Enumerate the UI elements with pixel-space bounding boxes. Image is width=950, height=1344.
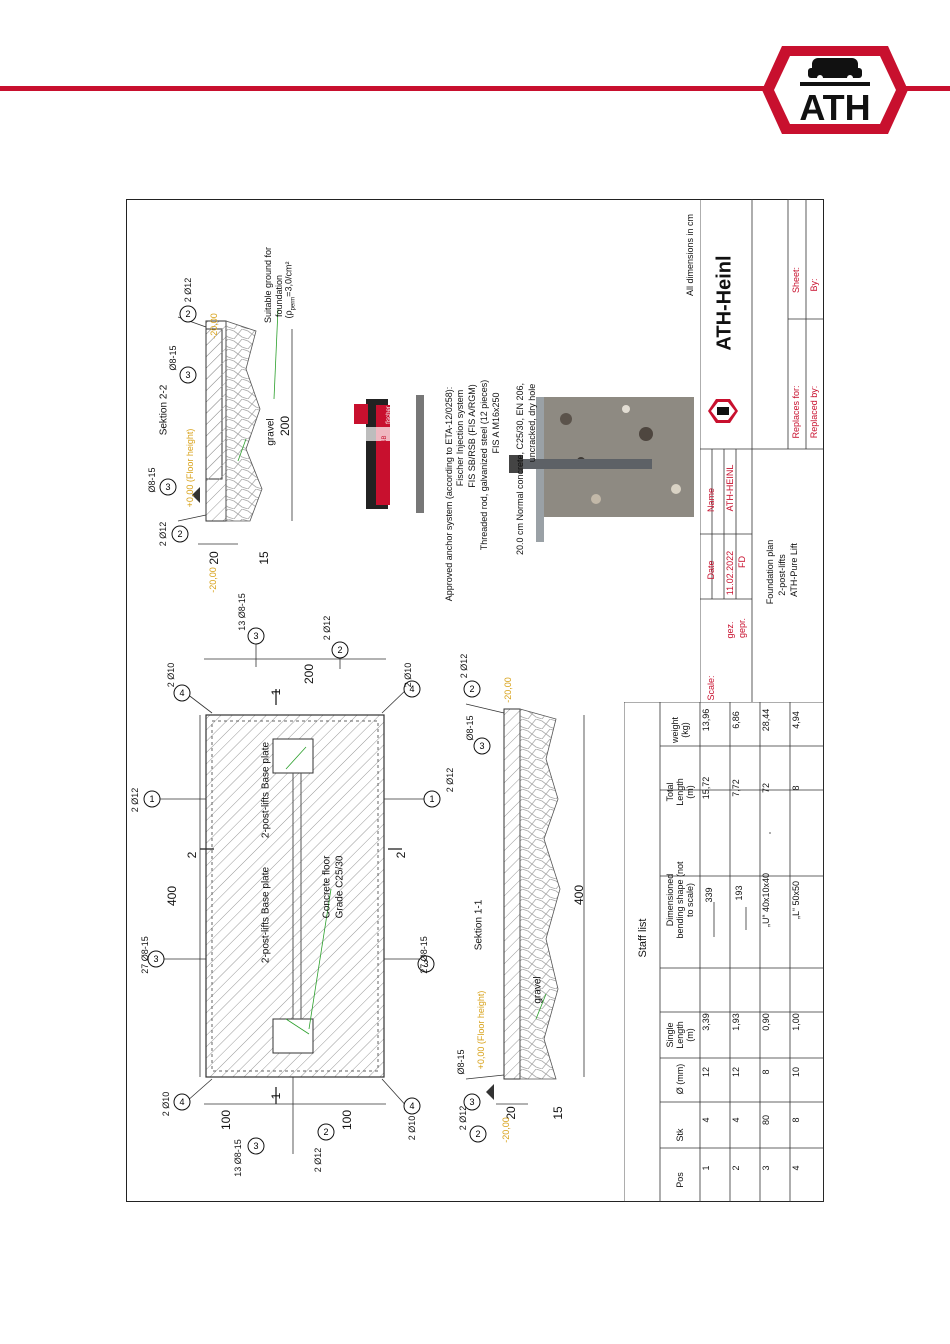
row4-stk: 8 bbox=[791, 1117, 801, 1123]
row2-single: 1,93 bbox=[731, 1013, 741, 1031]
callout-3-top: 3 bbox=[253, 631, 258, 641]
desc-line-1: Foundation plan bbox=[765, 539, 775, 605]
col-stk: Stk bbox=[675, 1128, 685, 1142]
callout-2-top: 2 bbox=[337, 645, 342, 655]
row1-pos: 1 bbox=[701, 1165, 711, 1171]
row3-single: 0,90 bbox=[761, 1013, 771, 1031]
gepr-label: gepr. bbox=[737, 617, 747, 639]
svg-text:2: 2 bbox=[475, 1129, 480, 1139]
callout-3-left: 3 bbox=[153, 954, 158, 964]
svg-text:2: 2 bbox=[469, 684, 474, 694]
gez-name: ATH-HEINL bbox=[725, 464, 735, 512]
row3-pos: 3 bbox=[761, 1165, 771, 1171]
gez-label: gez. bbox=[725, 621, 735, 639]
col-single: Single Length (m) bbox=[665, 1021, 695, 1049]
row4-shape: „L“ 50x50 bbox=[791, 880, 801, 920]
sheet-label: Sheet: bbox=[791, 266, 801, 294]
anchor-line-6: 20.0 cm Normal concrete, C25/30, EN 206, bbox=[515, 382, 525, 556]
logo-text: ATH bbox=[799, 87, 870, 128]
row4-weight: 4,94 bbox=[791, 711, 801, 729]
svg-text:2: 2 bbox=[177, 529, 182, 539]
callout-1-right: 1 bbox=[429, 794, 434, 804]
anchor-line-4: Threaded rod, galvanized steel (12 piece… bbox=[479, 379, 489, 551]
drawing-frame bbox=[126, 199, 824, 1202]
row1-total: 15,72 bbox=[701, 776, 711, 800]
svg-text:2: 2 bbox=[185, 309, 190, 319]
row2-total: 7,72 bbox=[731, 779, 741, 797]
title-brand: ATH-Heinl bbox=[713, 255, 736, 351]
row4-single: 1,00 bbox=[791, 1013, 801, 1031]
header-red-bar bbox=[0, 86, 950, 91]
base-plate-left bbox=[272, 738, 314, 774]
row1-single: 3,39 bbox=[701, 1013, 711, 1031]
svg-text:3: 3 bbox=[469, 1097, 474, 1107]
section22-gravel bbox=[225, 320, 263, 522]
staff-list-title: Staff list bbox=[637, 918, 649, 958]
row3-stk: 80 bbox=[761, 1114, 771, 1126]
date-header: Date bbox=[706, 560, 716, 580]
row1-shape: 339 bbox=[704, 887, 714, 903]
desc-line-3: ATH-Pure Lift bbox=[789, 543, 799, 597]
anchor-line-7: uncracked, dry hole bbox=[527, 383, 537, 463]
anchor-line-5: FIS A M16x250 bbox=[491, 392, 501, 454]
row3-d: 8 bbox=[761, 1069, 771, 1075]
row2-pos: 2 bbox=[731, 1165, 741, 1171]
row2-shape: 193 bbox=[734, 885, 744, 901]
base-plate-right bbox=[272, 1018, 314, 1054]
plan-callouts: 1 1 2 2 3 3 3 3 4 4 4 4 bbox=[143, 627, 441, 1155]
staff-list-table bbox=[624, 702, 824, 1202]
row4-d: 10 bbox=[791, 1066, 801, 1078]
row3-shape: „U“ 40x10x40 bbox=[761, 872, 771, 928]
col-dia: Ø (mm) bbox=[675, 1063, 685, 1095]
row1-stk: 4 bbox=[701, 1117, 711, 1123]
name-header: Name bbox=[706, 487, 716, 513]
callout-3-bottom: 3 bbox=[253, 1141, 258, 1151]
replaced-by: Replaced by: bbox=[809, 385, 819, 439]
title-block-lines bbox=[700, 199, 824, 702]
anchor-cartridge-photo bbox=[354, 395, 424, 513]
replaces-for: Replaces for: bbox=[791, 385, 801, 439]
gez-date: 11.02.2022 bbox=[725, 550, 735, 596]
callout-4-br: 4 bbox=[409, 1101, 414, 1111]
col-shape: Dimensioned bending shape (not to scale) bbox=[665, 861, 695, 939]
callout-3-right: 3 bbox=[423, 959, 428, 969]
row1-weight: 13,96 bbox=[701, 708, 711, 732]
scale-label: Scale: bbox=[706, 675, 716, 701]
callout-4-tl: 4 bbox=[179, 688, 184, 698]
foundation-slab-plan bbox=[205, 714, 385, 1078]
row4-total: 8 bbox=[791, 785, 801, 791]
svg-text:3: 3 bbox=[479, 741, 484, 751]
cartridge-product: FIS SB bbox=[382, 435, 388, 455]
anchor-line-2: Fischer Injection system bbox=[455, 389, 465, 487]
by-label: By: bbox=[809, 278, 819, 292]
desc-line-2: 2-post-lifts bbox=[777, 554, 787, 596]
callout-2-bottom: 2 bbox=[323, 1127, 328, 1137]
gepr-value: FD bbox=[737, 556, 747, 568]
row1-d: 12 bbox=[701, 1066, 711, 1078]
ath-logo: ATH bbox=[762, 46, 908, 134]
anchor-line-3: FIS SB/RSB (FIS A/RGM) bbox=[467, 384, 477, 488]
row3-total: 72 bbox=[761, 782, 771, 794]
row2-stk: 4 bbox=[731, 1117, 741, 1123]
col-pos: Pos bbox=[675, 1172, 685, 1188]
callout-4-bl: 4 bbox=[179, 1097, 184, 1107]
concrete-anchor-photo bbox=[509, 397, 694, 542]
callout-1-left: 1 bbox=[149, 794, 154, 804]
row2-weight: 6,86 bbox=[731, 711, 741, 729]
svg-text:3: 3 bbox=[185, 370, 190, 380]
drawing-linework bbox=[158, 308, 694, 1154]
row4-pos: 4 bbox=[791, 1165, 801, 1171]
row2-d: 12 bbox=[731, 1066, 741, 1078]
section11-gravel bbox=[519, 708, 561, 1080]
col-total: Total Length (m) bbox=[665, 778, 695, 806]
callout-4-tr: 4 bbox=[409, 684, 414, 694]
cartridge-brand: fischer bbox=[386, 406, 392, 424]
row3-weight: 28,44 bbox=[761, 708, 771, 732]
section-callouts: 2 3 2 3 2 3 2 3 bbox=[159, 305, 491, 1143]
anchor-line-1: Approved anchor system (according to ETA… bbox=[444, 386, 454, 602]
svg-text:3: 3 bbox=[165, 482, 170, 492]
col-weight: weight (kg) bbox=[670, 717, 690, 744]
